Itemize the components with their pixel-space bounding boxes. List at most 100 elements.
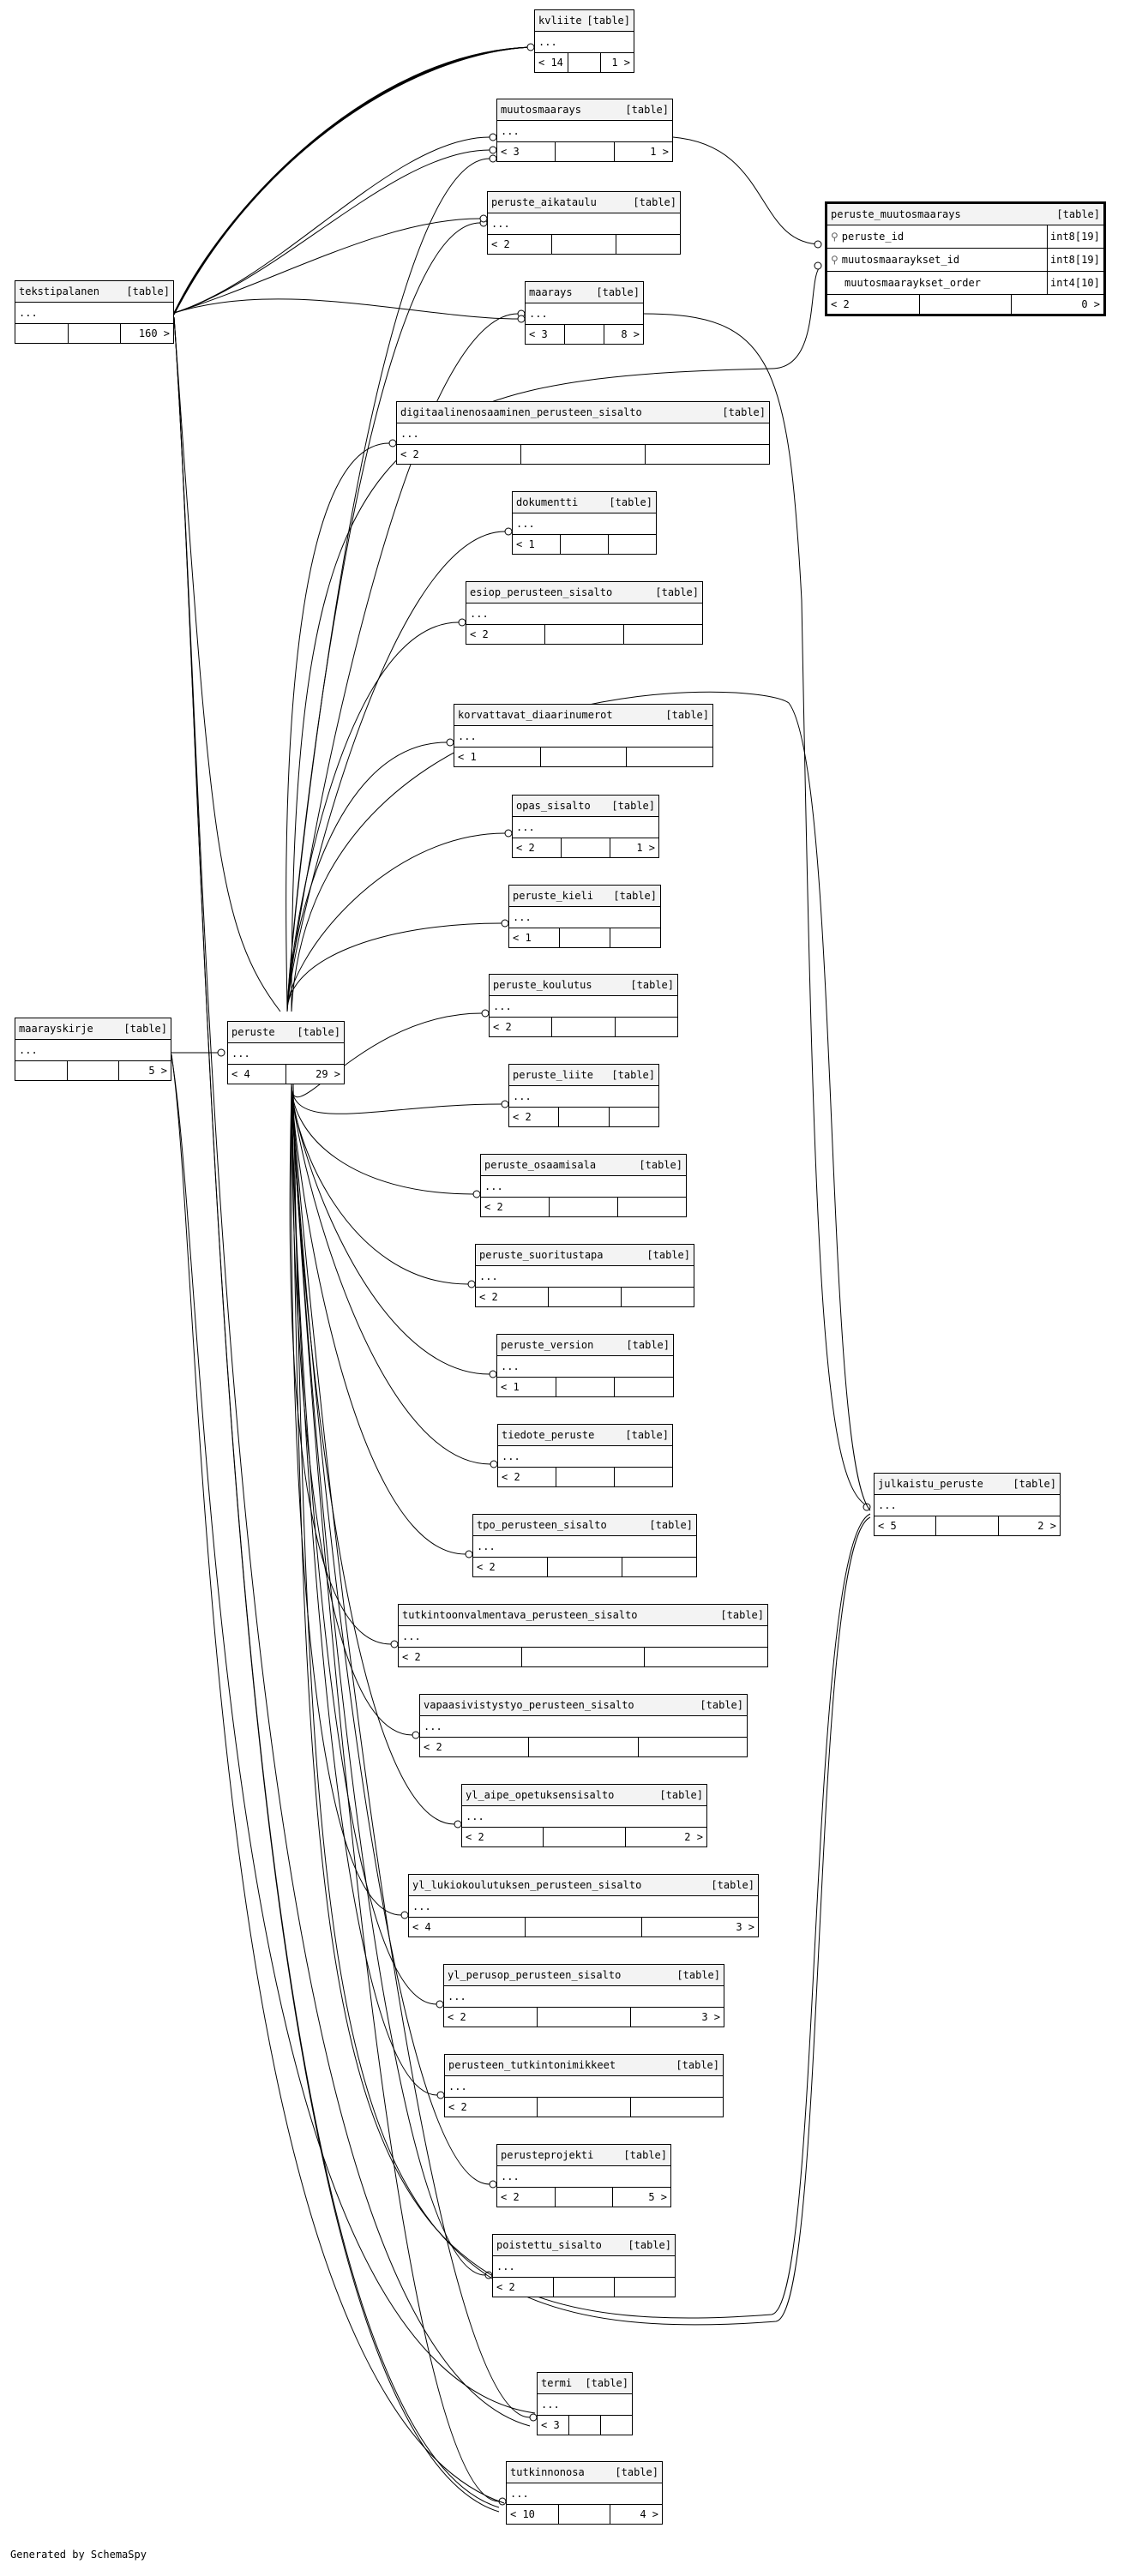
children-count[interactable] — [616, 1018, 677, 1036]
parents-count[interactable]: < 4 — [409, 1918, 526, 1937]
parents-count[interactable]: < 2 — [445, 2098, 538, 2117]
children-count[interactable] — [616, 235, 680, 254]
parents-count[interactable]: < 2 — [513, 838, 562, 857]
children-count[interactable] — [609, 535, 656, 554]
parents-count[interactable]: < 2 — [462, 1828, 544, 1846]
children-count[interactable]: 160 > — [138, 327, 171, 339]
parents-count[interactable]: < 2 — [488, 235, 552, 254]
table-peruste-aikataulu[interactable]: peruste_aikataulu[table] ... < 2 — [487, 191, 681, 255]
parents-count[interactable]: < 1 — [509, 928, 560, 947]
children-count[interactable] — [622, 1288, 694, 1306]
table-poistettu-sisalto[interactable]: poistettu_sisalto[table] ... < 2 — [492, 2234, 676, 2297]
table-peruste-liite[interactable]: peruste_liite[table] ... < 2 — [508, 1064, 659, 1127]
parents-count[interactable]: < 3 — [497, 142, 556, 161]
children-count[interactable]: 0 > — [1081, 298, 1101, 310]
children-count[interactable] — [615, 1378, 673, 1396]
parents-count[interactable]: < 1 — [497, 1378, 556, 1396]
parents-count[interactable]: < 2 — [476, 1288, 549, 1306]
table-tpo-perusteen-sisalto[interactable]: tpo_perusteen_sisalto[table] ... < 2 — [472, 1514, 697, 1577]
table-esiop-perusteen-sisalto[interactable]: esiop_perusteen_sisalto[table] ... < 2 — [466, 581, 703, 645]
parents-count[interactable] — [15, 1061, 68, 1080]
table-perusteen-tutkintonimikkeet[interactable]: perusteen_tutkintonimikkeet[table] ... <… — [444, 2054, 724, 2117]
table-peruste-suoritustapa[interactable]: peruste_suoritustapa[table] ... < 2 — [475, 1244, 694, 1307]
column-row[interactable]: ⚲muutosmaaraykset_id int8[19] — [827, 249, 1103, 272]
children-count[interactable] — [627, 748, 712, 766]
table-vapaasivistystyo-perusteen-sisalto[interactable]: vapaasivistystyo_perusteen_sisalto[table… — [419, 1694, 748, 1757]
children-count[interactable]: 4 > — [640, 2508, 659, 2520]
table-peruste-osaamisala[interactable]: peruste_osaamisala[table] ... < 2 — [480, 1154, 687, 1217]
parents-count[interactable]: < 2 — [827, 295, 920, 314]
parents-count[interactable]: < 5 — [875, 1516, 937, 1535]
table-yl-perusop-perusteen-sisalto[interactable]: yl_perusop_perusteen_sisalto[table] ... … — [443, 1964, 724, 2027]
parents-count[interactable]: < 1 — [454, 748, 541, 766]
table-peruste-version[interactable]: peruste_version[table] ... < 1 — [496, 1334, 674, 1397]
children-count[interactable]: 8 > — [621, 328, 640, 340]
children-count[interactable] — [615, 1468, 672, 1486]
table-digitaalinenosaaminen-perusteen-sisalto[interactable]: digitaalinenosaaminen_perusteen_sisalto[… — [396, 401, 770, 465]
children-count[interactable]: 1 > — [650, 146, 669, 158]
parents-count[interactable]: < 2 — [399, 1648, 522, 1666]
children-count[interactable] — [646, 445, 769, 464]
parents-count[interactable]: < 2 — [397, 445, 521, 464]
parents-count[interactable]: < 10 — [507, 2505, 559, 2524]
children-count[interactable]: 2 > — [684, 1831, 703, 1843]
relationship-end-marker — [479, 214, 488, 223]
parents-count[interactable]: < 2 — [493, 2278, 554, 2297]
table-tiedote-peruste[interactable]: tiedote_peruste[table] ... < 2 — [497, 1424, 673, 1487]
table-peruste-kieli[interactable]: peruste_kieli[table] ... < 1 — [508, 885, 661, 948]
parents-count[interactable]: < 4 — [228, 1065, 286, 1084]
children-count[interactable]: 5 > — [648, 2191, 668, 2203]
table-tekstipalanen[interactable]: tekstipalanen[table] ... 160 > — [15, 280, 174, 344]
children-count[interactable] — [645, 1648, 767, 1666]
column-row[interactable]: muutosmaaraykset_order int4[10] — [827, 272, 1103, 295]
parents-count[interactable]: < 3 — [538, 2416, 569, 2435]
table-korvattavat-diaarinumerot[interactable]: korvattavat_diaarinumerot[table] ... < 1 — [454, 704, 713, 767]
parents-count[interactable]: < 2 — [498, 1468, 556, 1486]
children-count[interactable]: 3 > — [701, 2011, 720, 2023]
children-count[interactable] — [631, 2098, 723, 2117]
children-count[interactable]: 1 > — [611, 57, 631, 69]
parents-count[interactable]: < 2 — [481, 1198, 550, 1216]
children-count[interactable] — [610, 1108, 658, 1126]
children-count[interactable] — [610, 928, 660, 947]
table-termi[interactable]: termi[table] ... < 3 — [537, 2372, 633, 2435]
children-count[interactable]: 5 > — [148, 1065, 168, 1077]
table-tutkintoonvalmentava-perusteen-sisalto[interactable]: tutkintoonvalmentava_perusteen_sisalto[t… — [398, 1604, 768, 1667]
parents-count[interactable]: < 14 — [535, 53, 568, 72]
parents-count[interactable]: < 2 — [497, 2188, 556, 2207]
children-count[interactable] — [615, 2278, 675, 2297]
column-row[interactable]: ⚲peruste_id int8[19] — [827, 225, 1103, 249]
parents-count[interactable]: < 3 — [526, 325, 565, 344]
children-count[interactable]: 2 > — [1037, 1520, 1056, 1532]
children-count[interactable] — [624, 625, 702, 644]
parents-count[interactable]: < 2 — [509, 1108, 560, 1126]
children-count[interactable] — [639, 1738, 747, 1756]
children-count[interactable]: 29 > — [316, 1068, 340, 1080]
parents-count[interactable]: < 1 — [513, 535, 561, 554]
children-count[interactable] — [601, 2416, 632, 2435]
parents-count[interactable]: < 2 — [466, 625, 545, 644]
table-maarayskirje[interactable]: maarayskirje[table] ... 5 > — [15, 1018, 171, 1081]
children-count[interactable] — [622, 1558, 696, 1576]
parents-count[interactable]: < 2 — [444, 2008, 538, 2027]
parents-count[interactable]: < 2 — [420, 1738, 530, 1756]
children-count[interactable]: 1 > — [636, 842, 655, 854]
parents-count[interactable] — [15, 324, 69, 343]
children-count[interactable]: 3 > — [736, 1921, 754, 1933]
table-peruste-muutosmaarays[interactable]: peruste_muutosmaarays[table] ⚲peruste_id… — [825, 201, 1106, 316]
parents-count[interactable]: < 2 — [490, 1018, 553, 1036]
table-dokumentti[interactable]: dokumentti[table] ... < 1 — [512, 491, 657, 555]
table-yl-lukiokoulutuksen-perusteen-sisalto[interactable]: yl_lukiokoulutuksen_perusteen_sisalto[ta… — [408, 1874, 759, 1937]
table-peruste-koulutus[interactable]: peruste_koulutus[table] ... < 2 — [489, 974, 678, 1037]
parents-count[interactable]: < 2 — [473, 1558, 548, 1576]
children-count[interactable] — [618, 1198, 686, 1216]
